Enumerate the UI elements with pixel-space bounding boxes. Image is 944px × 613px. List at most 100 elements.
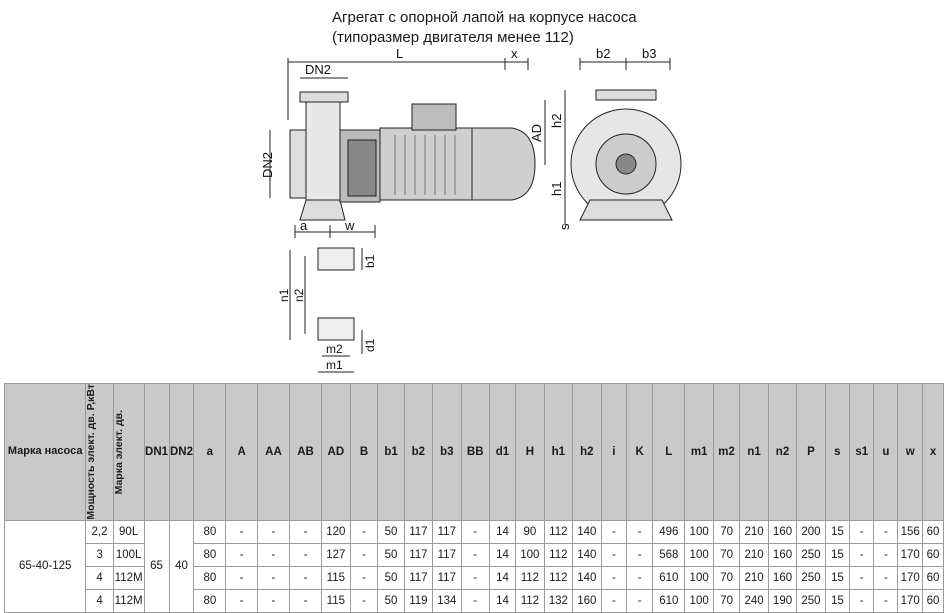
cell: 117 xyxy=(403,519,434,544)
cell: - xyxy=(460,588,490,613)
header-s: s xyxy=(824,383,851,521)
header-B: B xyxy=(349,383,379,521)
cell: 60 xyxy=(922,542,944,567)
label-m1: m1 xyxy=(326,358,343,372)
cell: - xyxy=(225,588,258,613)
cell: - xyxy=(256,588,291,613)
cell-dn1: 65 xyxy=(143,519,170,613)
cell: 610 xyxy=(652,588,686,613)
cell: 14 xyxy=(488,542,517,567)
cell: 117 xyxy=(403,565,434,590)
cell: 15 xyxy=(824,588,851,613)
cell: 250 xyxy=(796,542,826,567)
title-line-2: (типоразмер двигателя менее 112) xyxy=(332,29,574,46)
label-dn2-side: DN2 xyxy=(260,152,275,178)
cell: 80 xyxy=(193,519,227,544)
technical-drawing: L x DN2 DN2 AD a w b2 b3 h2 h1 s b1 n1 n… xyxy=(260,46,682,373)
cell: - xyxy=(349,542,379,567)
cell: 170 xyxy=(897,565,924,590)
cell: - xyxy=(256,565,291,590)
cell: 100 xyxy=(684,565,714,590)
label-a: a xyxy=(300,218,308,233)
cell: - xyxy=(626,565,654,590)
cell: 156 xyxy=(897,519,924,544)
cell-brand: 65-40-125 xyxy=(3,519,87,613)
cell: 112 xyxy=(543,519,574,544)
cell: 50 xyxy=(377,519,405,544)
cell: 70 xyxy=(712,519,741,544)
cell: 112 xyxy=(515,565,545,590)
cell: 210 xyxy=(739,542,769,567)
cell: - xyxy=(626,542,654,567)
cell: 160 xyxy=(767,519,798,544)
header-u: u xyxy=(873,383,899,521)
foot-view xyxy=(289,247,363,373)
header-L: L xyxy=(652,383,686,521)
cell-power: 4 xyxy=(85,588,114,613)
header-x: x xyxy=(922,383,944,521)
cell: - xyxy=(288,588,323,613)
cell: 160 xyxy=(572,588,602,613)
cell: 210 xyxy=(739,519,769,544)
cell: 170 xyxy=(897,542,924,567)
cell: 50 xyxy=(377,588,405,613)
cell: 70 xyxy=(712,542,741,567)
header-h1: h1 xyxy=(543,383,574,521)
label-x: x xyxy=(511,46,518,61)
cell: - xyxy=(288,519,323,544)
front-view xyxy=(564,58,682,225)
header-A: A xyxy=(225,383,258,521)
cell: - xyxy=(873,519,899,544)
label-b2: b2 xyxy=(596,46,610,61)
header-AB: AB xyxy=(288,383,323,521)
cell: 70 xyxy=(712,588,741,613)
cell: 14 xyxy=(488,588,517,613)
cell: 568 xyxy=(652,542,686,567)
header-n2: n2 xyxy=(767,383,798,521)
cell: - xyxy=(600,542,628,567)
label-h1: h1 xyxy=(549,182,564,196)
cell: 127 xyxy=(321,542,351,567)
cell: 250 xyxy=(796,588,826,613)
cell: 14 xyxy=(488,565,517,590)
header-dn1: DN1 xyxy=(143,383,170,521)
cell: 117 xyxy=(432,519,462,544)
cell-motor: 112M xyxy=(112,565,145,590)
cell: - xyxy=(349,588,379,613)
cell: - xyxy=(849,542,875,567)
cell: 140 xyxy=(572,519,602,544)
header-m1: m1 xyxy=(684,383,714,521)
cell: - xyxy=(600,565,628,590)
cell: 112 xyxy=(515,588,545,613)
header-AA: AA xyxy=(256,383,291,521)
cell-power: 3 xyxy=(85,542,114,567)
cell: 60 xyxy=(922,588,944,613)
cell: 15 xyxy=(824,542,851,567)
header-brand: Марка насоса xyxy=(3,383,87,521)
label-n2: n2 xyxy=(292,288,306,302)
cell: 117 xyxy=(432,565,462,590)
cell: 100 xyxy=(684,588,714,613)
cell: - xyxy=(349,565,379,590)
cell: - xyxy=(600,588,628,613)
cell: 80 xyxy=(193,542,227,567)
header-b1: b1 xyxy=(377,383,405,521)
cell: 112 xyxy=(543,542,574,567)
label-b3: b3 xyxy=(642,46,656,61)
header-i: i xyxy=(600,383,628,521)
cell: 15 xyxy=(824,565,851,590)
cell: 14 xyxy=(488,519,517,544)
header-row: Марка насоса Мощность элект. дв. P,кВт М… xyxy=(3,383,944,521)
cell: 200 xyxy=(796,519,826,544)
cell: - xyxy=(288,542,323,567)
cell: 117 xyxy=(403,542,434,567)
label-n1: n1 xyxy=(277,288,291,302)
cell: 250 xyxy=(796,565,826,590)
cell: - xyxy=(256,542,291,567)
cell: - xyxy=(873,542,899,567)
cell: - xyxy=(600,519,628,544)
header-d1: d1 xyxy=(488,383,517,521)
cell: 496 xyxy=(652,519,686,544)
cell: 60 xyxy=(922,565,944,590)
cell: - xyxy=(460,519,490,544)
